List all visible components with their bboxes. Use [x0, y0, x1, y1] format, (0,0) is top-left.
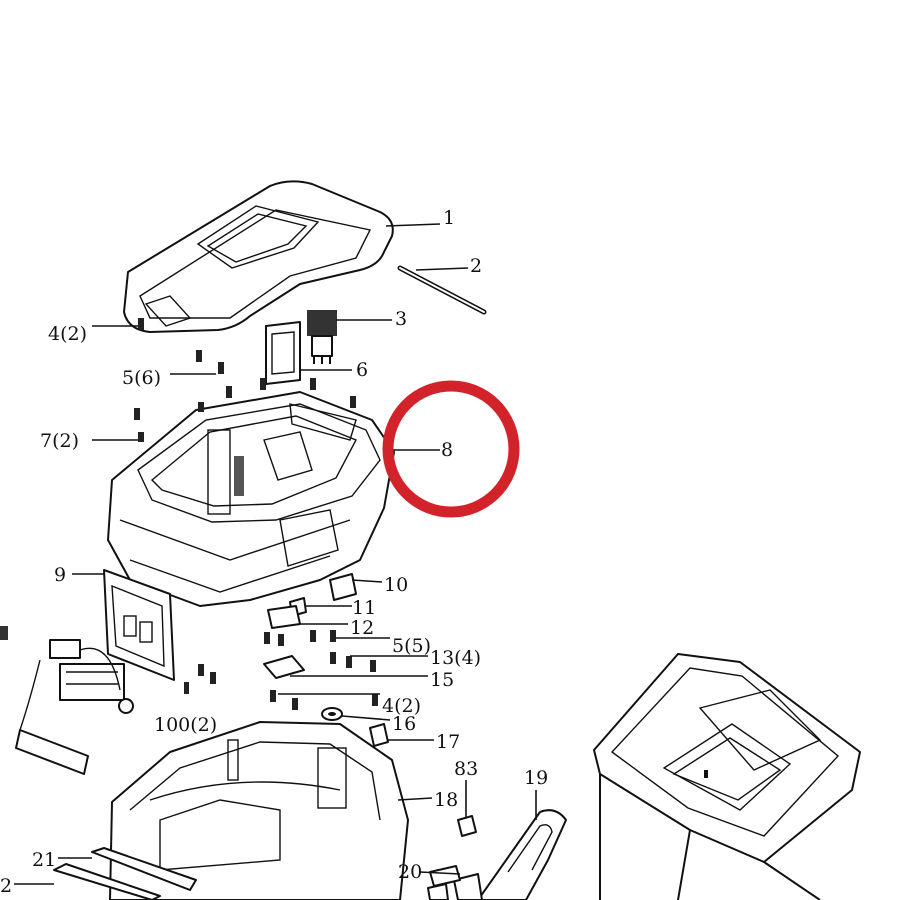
label-part-18: 18 [434, 789, 458, 811]
screws-group [134, 318, 378, 710]
label-part-5: 5(6) [122, 367, 161, 389]
label-part-13: 13(4) [430, 647, 481, 669]
leader-lines [14, 223, 537, 885]
label-part-2: 2 [470, 255, 482, 277]
part-6-plate [265, 321, 301, 385]
label-part-17: 17 [436, 731, 460, 753]
part-9-circuit-board [103, 569, 175, 681]
part-17-nut [369, 723, 389, 747]
part-15-pad [263, 655, 305, 679]
label-part-9: 9 [54, 564, 66, 586]
part-10-11-12-clips [267, 573, 357, 629]
label-part-15: 15 [430, 669, 454, 691]
label-part-22: 2 [0, 875, 12, 897]
label-part-1: 1 [443, 207, 455, 229]
part-3-switch [307, 310, 337, 364]
label-part-3: 3 [395, 308, 407, 330]
label-part-4: 4(2) [48, 323, 87, 345]
part-19-handle [453, 809, 567, 900]
label-part-21: 21 [32, 849, 56, 871]
part-83-bolt [457, 815, 477, 837]
label-part-83: 83 [454, 758, 478, 780]
label-part-19: 19 [524, 767, 548, 789]
label-part-20: 20 [398, 861, 422, 883]
part-20-clip [427, 865, 461, 900]
label-part-4-2-lower: 4(2) [382, 695, 421, 717]
label-part-11: 11 [352, 597, 376, 619]
part-2-rod [397, 265, 487, 315]
label-part-10: 10 [384, 574, 408, 596]
label-part-7: 7(2) [40, 430, 79, 452]
label-part-16: 16 [392, 713, 416, 735]
label-part-6: 6 [356, 359, 368, 381]
label-part-8: 8 [441, 439, 453, 461]
part-labels: 1 2 3 4(2) 5(6) 6 7(2) 8 9 10 11 12 5(5)… [0, 207, 548, 897]
part-8-housing [107, 391, 395, 607]
highlight-circle [382, 380, 520, 518]
part-16-washer [321, 707, 343, 721]
label-part-100: 100(2) [154, 714, 217, 736]
label-part-5-5: 5(5) [392, 635, 431, 657]
part-18-base [109, 721, 409, 900]
part-1-top-cover [123, 180, 394, 333]
label-part-12: 12 [350, 617, 374, 639]
part-21-rails [53, 847, 197, 900]
part-terminal-assembly [0, 626, 134, 775]
inset-assembled-view [593, 653, 861, 900]
